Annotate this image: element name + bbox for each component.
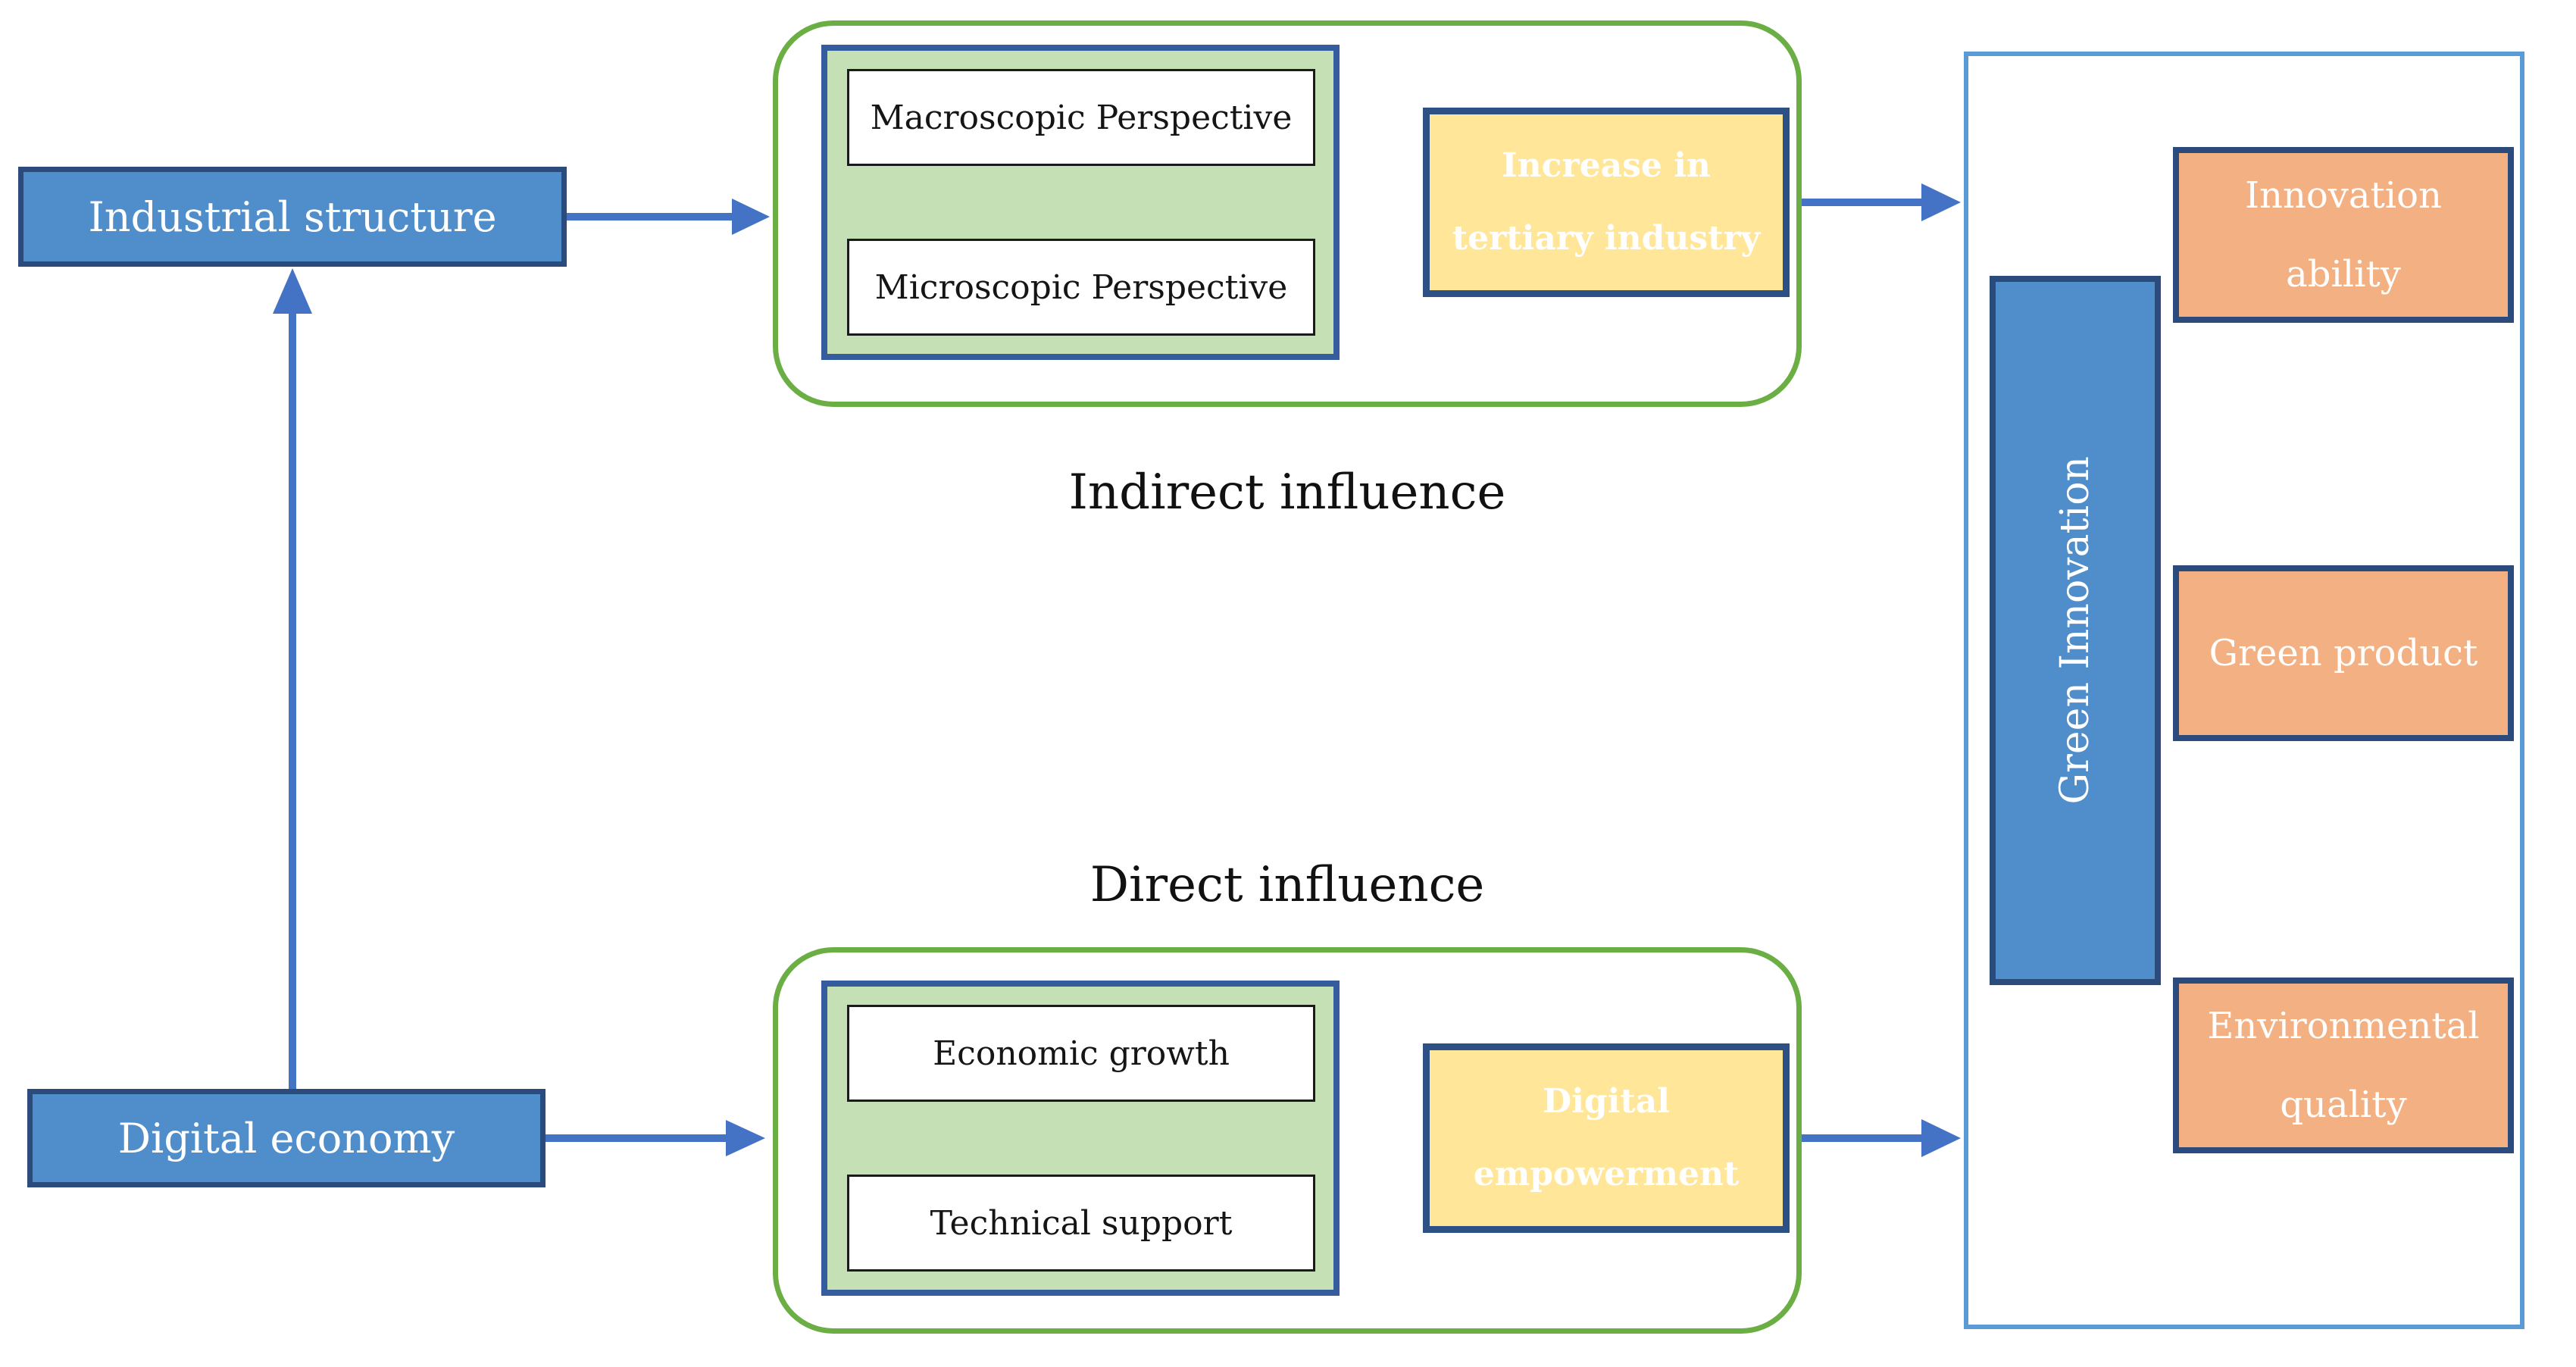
digital-empowerment-line2: empowerment [1473,1155,1740,1193]
box-microscopic-perspective: Microscopic Perspective [847,239,1315,336]
box-green-innovation: Green Innovation [1990,276,2161,985]
increase-tertiary-line2: tertiary industry [1452,219,1761,258]
box-innovation-ability: Innovation ability [2173,147,2514,323]
box-environmental-quality: Environmental quality [2173,978,2514,1153]
node-industrial-structure: Industrial structure [18,167,567,267]
innovation-ability-line1: Innovation [2245,174,2442,217]
innovation-ability-line2: ability [2286,253,2401,296]
arrow-indirect-outcome-to-panel-head [1921,183,1961,221]
box-digital-empowerment: Digital empowerment [1423,1043,1790,1233]
green-innovation-label: Green Innovation [2052,456,2098,805]
box-macroscopic-perspective: Macroscopic Perspective [847,69,1315,166]
environmental-quality-line1: Environmental [2207,1005,2480,1047]
box-green-product: Green product [2173,565,2514,741]
green-product-label: Green product [2209,632,2478,674]
environmental-quality-line2: quality [2280,1084,2407,1126]
increase-tertiary-line1: Increase in [1502,146,1711,185]
digital-empowerment-line1: Digital [1543,1082,1670,1121]
arrow-direct-outcome-to-panel-head [1921,1119,1961,1157]
caption-direct-influence: Direct influence [1089,857,1485,913]
arrow-digital-to-industrial-head [273,268,312,314]
node-digital-economy: Digital economy [27,1089,546,1187]
arrow-digital-to-direct-head [726,1120,765,1156]
box-economic-growth: Economic growth [847,1005,1315,1102]
box-increase-tertiary-industry: Increase in tertiary industry [1423,108,1790,297]
caption-indirect-influence: Indirect influence [1068,465,1506,521]
box-technical-support: Technical support [847,1175,1315,1272]
arrow-industrial-to-indirect-head [732,199,770,235]
